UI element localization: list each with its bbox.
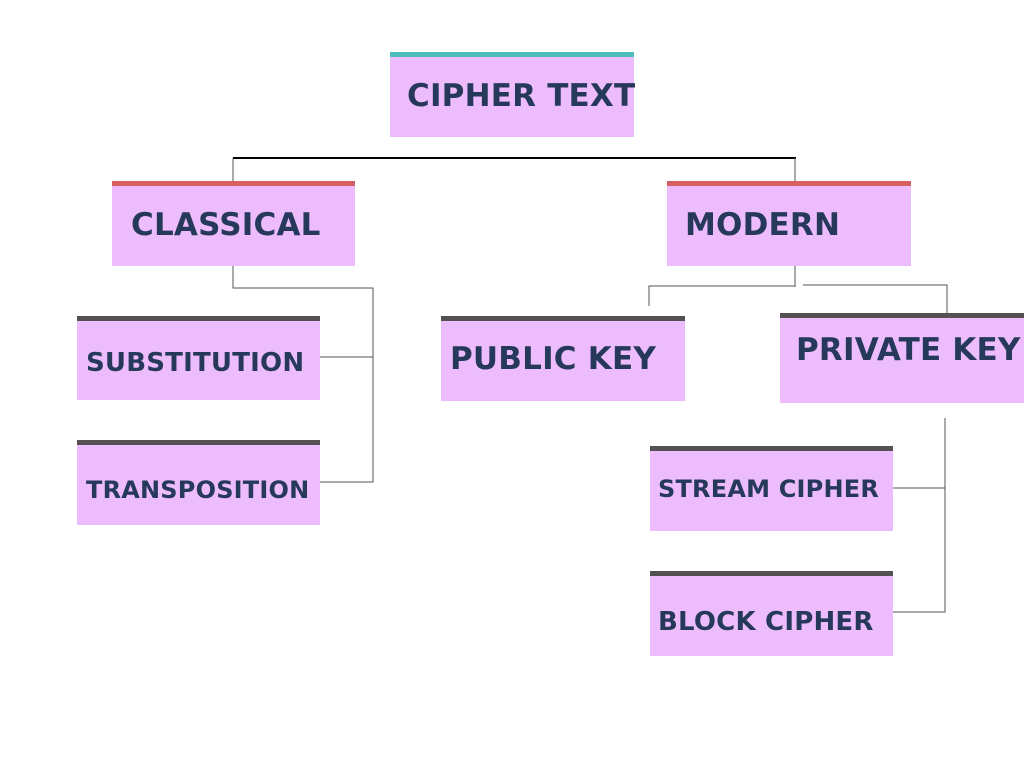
accent-bar [390, 52, 634, 57]
node-classical: CLASSICAL [112, 181, 355, 266]
node-modern-label: MODERN [685, 206, 841, 243]
connector-modern-private [803, 284, 948, 313]
node-transposition: TRANSPOSITION [77, 440, 320, 525]
node-stream-cipher-label: STREAM CIPHER [658, 474, 880, 503]
node-cipher-text-label: CIPHER TEXT [407, 77, 636, 114]
node-modern: MODERN [667, 181, 911, 266]
node-classical-label: CLASSICAL [131, 206, 321, 243]
node-block-cipher-label: BLOCK CIPHER [658, 606, 874, 637]
accent-bar [441, 316, 685, 321]
accent-bar [667, 181, 911, 186]
node-substitution-label: SUBSTITUTION [86, 348, 305, 378]
node-cipher-text: CIPHER TEXT [390, 52, 636, 137]
node-public-key-label: PUBLIC KEY [450, 340, 656, 377]
accent-bar [77, 440, 320, 445]
node-private-key-label: PRIVATE KEY [796, 332, 1021, 368]
connector-classical-bracket [232, 266, 374, 483]
accent-bar [650, 446, 893, 451]
node-transposition-label: TRANSPOSITION [86, 476, 310, 504]
accent-bar [780, 313, 1024, 318]
node-private-key: PRIVATE KEY [780, 313, 1024, 403]
accent-bar [112, 181, 355, 186]
connector-modern-public [648, 285, 795, 306]
connector-private-bracket [893, 418, 946, 613]
accent-bar [77, 316, 320, 321]
node-substitution: SUBSTITUTION [77, 316, 320, 400]
node-block-cipher: BLOCK CIPHER [650, 571, 893, 656]
accent-bar [650, 571, 893, 576]
node-stream-cipher: STREAM CIPHER [650, 446, 893, 531]
node-public-key: PUBLIC KEY [441, 316, 685, 401]
